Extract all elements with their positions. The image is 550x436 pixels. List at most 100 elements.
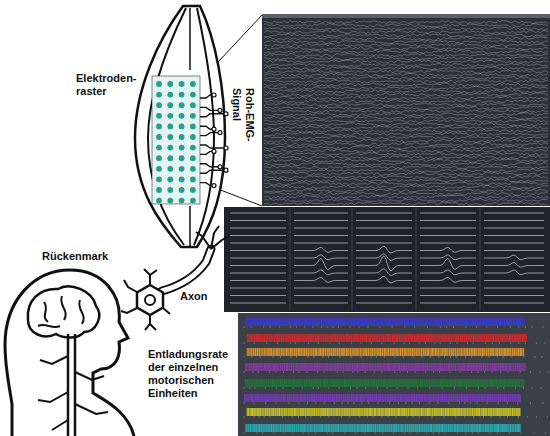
spike: [486, 348, 487, 356]
spike: [386, 408, 387, 416]
spike: [320, 348, 321, 356]
tick: [410, 432, 411, 434]
spike: [323, 318, 324, 326]
tick: [350, 326, 351, 328]
tick: [430, 356, 431, 358]
tick: [472, 432, 473, 434]
spike: [267, 363, 268, 371]
spike-train: [244, 318, 548, 434]
tick: [314, 356, 315, 358]
spike: [520, 348, 521, 356]
tick: [518, 342, 519, 344]
spike: [474, 348, 475, 356]
spike: [457, 379, 458, 387]
spike: [403, 379, 404, 387]
spike: [376, 318, 377, 326]
spike: [409, 379, 410, 387]
spike: [324, 408, 325, 416]
spike: [418, 379, 419, 387]
spike: [483, 408, 484, 416]
spike: [402, 424, 403, 432]
circuit-trace: [200, 164, 218, 167]
spike: [259, 424, 260, 432]
spike: [335, 348, 336, 356]
spike: [474, 379, 475, 387]
spike: [372, 348, 373, 356]
spike: [310, 363, 311, 371]
spike: [500, 408, 501, 416]
tick: [507, 416, 508, 418]
spike: [292, 424, 293, 432]
spike: [364, 408, 365, 416]
spike: [373, 318, 374, 326]
spike: [313, 348, 314, 356]
spike: [466, 334, 467, 342]
spike: [454, 408, 455, 416]
tick: [256, 432, 257, 434]
spike: [281, 408, 282, 416]
spike: [302, 348, 303, 356]
figure-label: Axon: [180, 290, 220, 303]
spike: [458, 334, 459, 342]
spike: [438, 318, 439, 326]
tick: [393, 432, 394, 434]
spike: [418, 394, 419, 402]
spike: [511, 379, 512, 387]
muap-trace: [230, 303, 286, 304]
head-outline: [5, 270, 134, 436]
tick: [450, 356, 451, 358]
tick: [311, 416, 312, 418]
spike: [349, 334, 350, 342]
muap-trace: [356, 269, 412, 276]
spike: [282, 363, 283, 371]
tick: [417, 387, 418, 389]
emg-trace: [264, 20, 548, 24]
spike: [512, 408, 513, 416]
spike: [460, 334, 461, 342]
tick: [330, 342, 331, 344]
tick: [344, 432, 345, 434]
spike: [285, 318, 286, 326]
tick: [347, 402, 348, 404]
spike: [504, 318, 505, 326]
spike: [319, 424, 320, 432]
tick: [341, 416, 342, 418]
tick: [365, 387, 366, 389]
spike: [494, 424, 495, 432]
spike: [452, 318, 453, 326]
spike: [299, 348, 300, 356]
spike: [265, 363, 266, 371]
spike: [421, 348, 422, 356]
electrode-dot: [190, 166, 196, 172]
spike: [460, 318, 461, 326]
spike: [338, 318, 339, 326]
spike: [512, 424, 513, 432]
spike: [505, 334, 506, 342]
spike: [251, 394, 252, 402]
spike: [392, 318, 393, 326]
spike: [390, 318, 391, 326]
spike: [493, 334, 494, 342]
tick: [282, 416, 283, 418]
spike: [514, 394, 515, 402]
spike: [387, 424, 388, 432]
spike: [490, 318, 491, 326]
spike: [451, 424, 452, 432]
spike: [268, 424, 269, 432]
tick: [360, 342, 361, 344]
spike: [450, 424, 451, 432]
tick: [260, 356, 261, 358]
spike: [387, 363, 388, 371]
spike: [330, 318, 331, 326]
spike: [495, 408, 496, 416]
spike: [402, 348, 403, 356]
spike: [491, 318, 492, 326]
spike: [431, 363, 432, 371]
spike: [479, 334, 480, 342]
circuit-pad: [224, 168, 228, 172]
spike: [474, 408, 475, 416]
spike: [315, 318, 316, 326]
spike: [265, 394, 266, 402]
tick: [339, 387, 340, 389]
tick: [434, 342, 435, 344]
